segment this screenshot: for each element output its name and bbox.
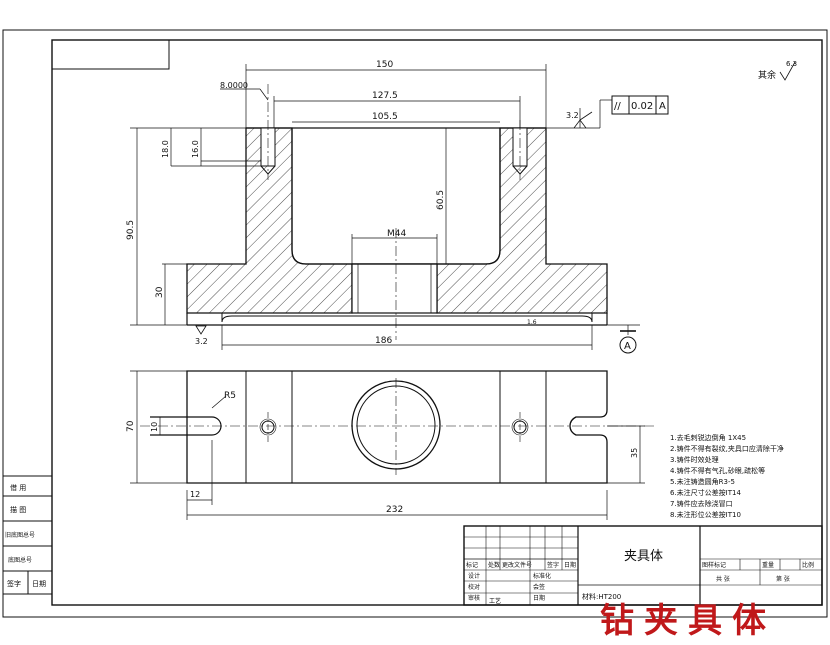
dim-left-depth-b: 16.0 xyxy=(191,140,200,158)
dim-plan-right: 35 xyxy=(630,448,639,458)
dim-hole-callout: 8.0000 xyxy=(220,81,248,90)
tech-req-6: 6.未注尺寸公差按IT14 xyxy=(670,488,741,497)
surface-finish-note: 其余 xyxy=(758,69,776,81)
dim-overall-top: 150 xyxy=(376,60,393,70)
plan-view xyxy=(140,370,655,484)
dim-roughness-side: 1.6 xyxy=(527,319,537,326)
tb-check: 校对 xyxy=(468,583,480,591)
tech-req-1: 1.去毛刺锐边倒角 1X45 xyxy=(670,433,746,442)
dim-roughness-bottom: 3.2 xyxy=(195,337,208,346)
datum-label: A xyxy=(624,341,631,352)
dim-height-total: 90.5 xyxy=(126,220,136,240)
tb-weight: 重量 xyxy=(762,561,774,569)
roughness-general-mark xyxy=(779,61,796,81)
corner-box xyxy=(51,39,170,70)
side-table xyxy=(2,475,53,595)
side-table-trace: 描 图 xyxy=(10,505,26,514)
tolerance-datum: A xyxy=(659,101,666,112)
material-note: 材料:HT200 xyxy=(582,592,621,601)
dim-flange-height: 30 xyxy=(155,286,165,298)
tb-scale: 比例 xyxy=(802,561,814,569)
dim-radius: R5 xyxy=(224,391,236,401)
side-table-old-no: 旧底图总号 xyxy=(5,531,35,539)
dim-roughness-top: 3.2 xyxy=(566,111,579,120)
tech-req-2: 2.铸件不得有裂纹,夹具口应清除干净 xyxy=(670,444,784,453)
tb-sheet-no: 第 张 xyxy=(776,575,790,583)
tb-standard: 标准化 xyxy=(533,572,551,580)
plan-dimensions xyxy=(130,370,645,520)
side-table-date: 日期 xyxy=(32,580,46,588)
datum-circle xyxy=(619,336,637,354)
side-table-sign: 签字 xyxy=(7,579,21,588)
watermark-title: 钻夹具体 xyxy=(600,601,776,641)
tb-process: 工艺 xyxy=(489,597,501,605)
tb-drawing-mark: 图样标记 xyxy=(702,561,726,569)
dim-base-width: 186 xyxy=(375,336,392,346)
dim-plan-length: 232 xyxy=(386,505,403,515)
tb-total-sheets: 共 张 xyxy=(716,575,730,583)
tech-req-3: 3.铸件时效处理 xyxy=(670,455,719,464)
side-table-base-no: 底图总号 xyxy=(8,556,32,564)
dim-plan-offset: 12 xyxy=(190,490,200,499)
roughness-top-mark xyxy=(573,111,593,129)
outer-border xyxy=(2,29,828,618)
dim-inner-top: 127.5 xyxy=(372,91,398,101)
tech-req-5: 5.未注铸造圆角R3-5 xyxy=(670,477,735,486)
tech-req-8: 8.未注形位公差按IT10 xyxy=(670,510,741,519)
dim-plan-height: 70 xyxy=(126,420,136,432)
dim-thread: M44 xyxy=(387,229,406,239)
tb-design: 设计 xyxy=(468,572,480,580)
tolerance-value: 0.02 xyxy=(631,101,653,112)
tb-count: 处数 xyxy=(488,561,500,569)
dim-inner-height: 60.5 xyxy=(436,190,446,210)
dim-slot-width: 10 xyxy=(150,422,159,432)
tech-requirements: 1.去毛刺锐边倒角 1X45 2.铸件不得有裂纹,夹具口应清除干净 3.铸件时效… xyxy=(670,433,784,519)
tb-countersign: 会签 xyxy=(533,583,545,591)
dim-inner-mid: 105.5 xyxy=(372,112,398,122)
tech-req-7: 7.铸件应去除浇冒口 xyxy=(670,499,733,508)
title-block xyxy=(463,525,823,606)
part-name: 夹具体 xyxy=(624,549,663,564)
tech-req-4: 4.铸件不得有气孔,砂眼,疏松等 xyxy=(670,466,765,475)
side-table-borrow: 借 用 xyxy=(10,483,26,492)
section-view xyxy=(186,84,608,340)
dim-left-depth-a: 18.0 xyxy=(161,140,170,158)
inner-border xyxy=(51,39,823,606)
tb-sign: 签字 xyxy=(547,561,559,569)
section-dimensions xyxy=(130,64,640,350)
roughness-bottom-mark xyxy=(195,325,207,335)
tb-change-doc: 更改文件号 xyxy=(502,561,532,569)
tolerance-frame xyxy=(611,95,669,115)
tb-mark: 标记 xyxy=(466,561,478,569)
tb-review: 审核 xyxy=(468,594,480,602)
tolerance-symbol: // xyxy=(614,101,621,112)
tb-date: 日期 xyxy=(564,561,576,569)
tb-mid-date: 日期 xyxy=(533,594,545,602)
surface-finish-value: 6.3 xyxy=(786,60,797,68)
